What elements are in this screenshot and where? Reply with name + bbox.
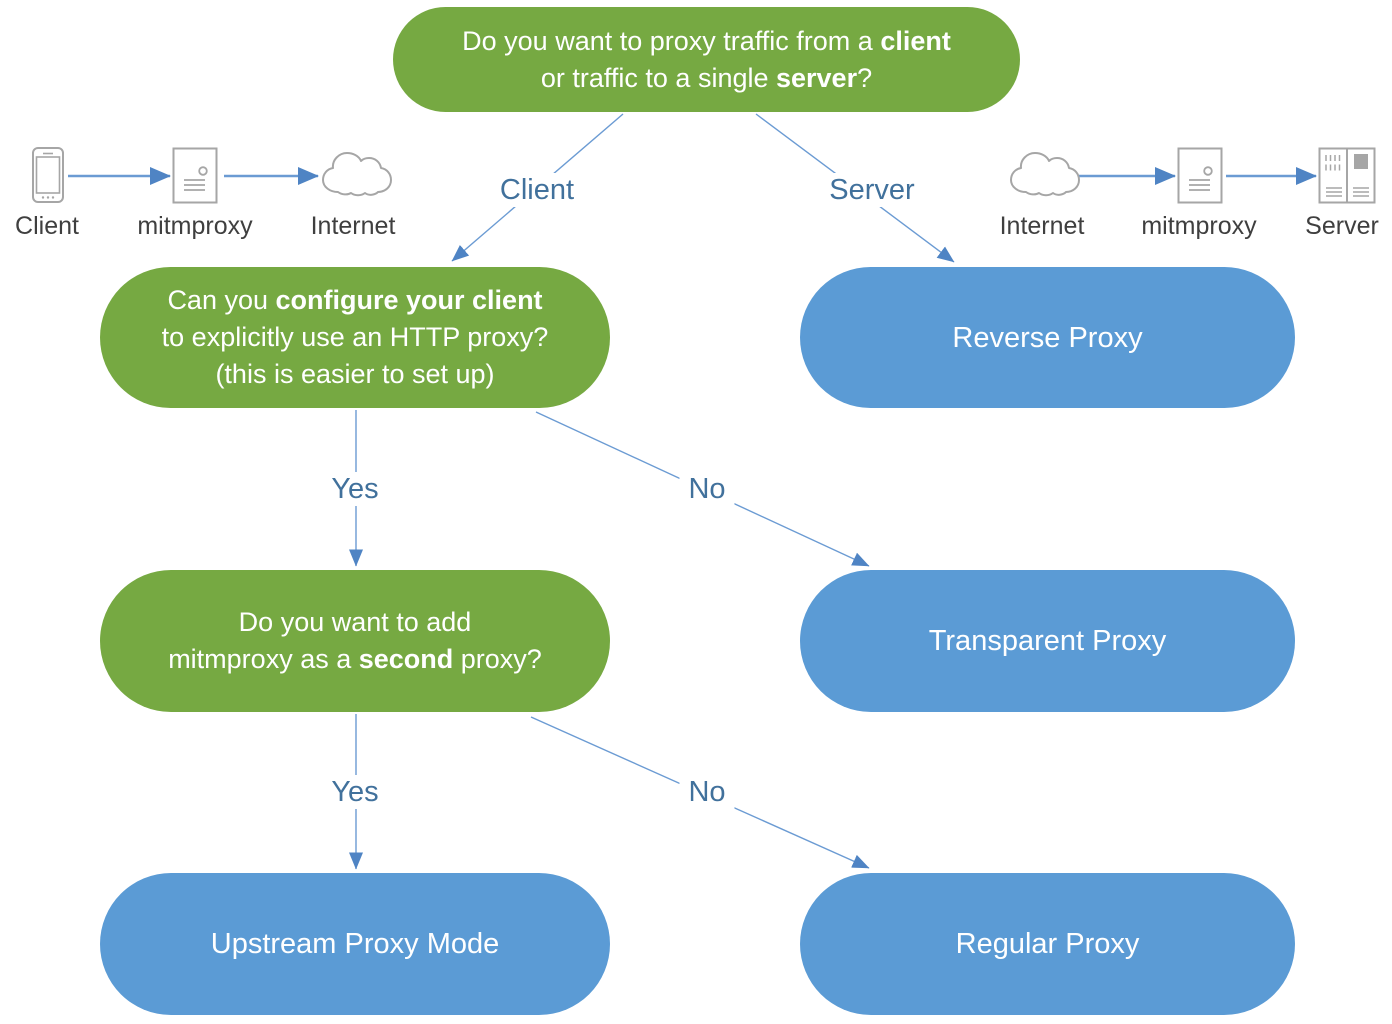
result-label: Reverse Proxy: [952, 321, 1143, 354]
result-label: Transparent Proxy: [928, 625, 1167, 657]
edge-label-no-1: No: [679, 472, 735, 506]
question-line: to explicitly use an HTTP proxy?: [161, 322, 549, 352]
text-segment: or traffic to a single: [540, 62, 776, 93]
question-line: Do you want to proxy traffic from a clie…: [462, 23, 951, 60]
node-upstream-proxy-mode: Upstream Proxy Mode: [100, 873, 610, 1015]
edge-label-yes-1: Yes: [322, 472, 388, 506]
question-line: or traffic to a single server?: [541, 60, 872, 97]
node-transparent-proxy: Transparent Proxy: [800, 570, 1295, 712]
client-phone-icon: [32, 147, 64, 203]
caption-mitmproxy-right: mitmproxy: [1141, 212, 1257, 240]
internet-cloud-icon: [1010, 152, 1080, 197]
caption-client: Client: [15, 212, 79, 240]
caption-server: Server: [1305, 212, 1379, 240]
text-segment-bold: client: [880, 25, 951, 56]
node-reverse-proxy: Reverse Proxy: [800, 267, 1295, 408]
caption-mitmproxy-left: mitmproxy: [137, 212, 253, 240]
edge-label-yes-2: Yes: [322, 775, 388, 809]
mitmproxy-server-icon: [1177, 147, 1223, 204]
result-label: Regular Proxy: [955, 928, 1140, 960]
text-segment: ?: [857, 62, 873, 93]
node-regular-proxy: Regular Proxy: [800, 873, 1295, 1015]
text-segment-bold: server: [776, 62, 858, 93]
edge-label-server: Server: [820, 173, 924, 207]
text-segment: mitmproxy as a: [168, 644, 359, 674]
mitmproxy-server-icon: [172, 147, 218, 204]
text-segment: proxy?: [453, 644, 542, 674]
edge-label-no-2: No: [679, 775, 735, 809]
text-segment-bold: configure your client: [275, 285, 543, 315]
node-question-second-proxy: Do you want to add mitmproxy as a second…: [100, 570, 610, 712]
text-segment-bold: second: [358, 644, 454, 674]
server-rack-icon: [1318, 147, 1376, 204]
question-line: Do you want to add: [238, 607, 472, 637]
text-segment: Can you: [167, 285, 276, 315]
question-line: Can you configure your client: [167, 282, 542, 319]
question-line: (this is easier to set up): [215, 359, 495, 389]
result-label: Upstream Proxy Mode: [210, 928, 500, 960]
edge-label-client: Client: [490, 173, 584, 207]
node-question-proxy-direction: Do you want to proxy traffic from a clie…: [393, 7, 1020, 112]
node-question-configure-client: Can you configure your client to explici…: [100, 267, 610, 408]
text-segment: Do you want to proxy traffic from a: [462, 25, 881, 56]
question-line: mitmproxy as a second proxy?: [168, 641, 542, 678]
caption-internet-right: Internet: [999, 212, 1085, 240]
caption-internet-left: Internet: [310, 212, 396, 240]
internet-cloud-icon: [322, 152, 392, 197]
